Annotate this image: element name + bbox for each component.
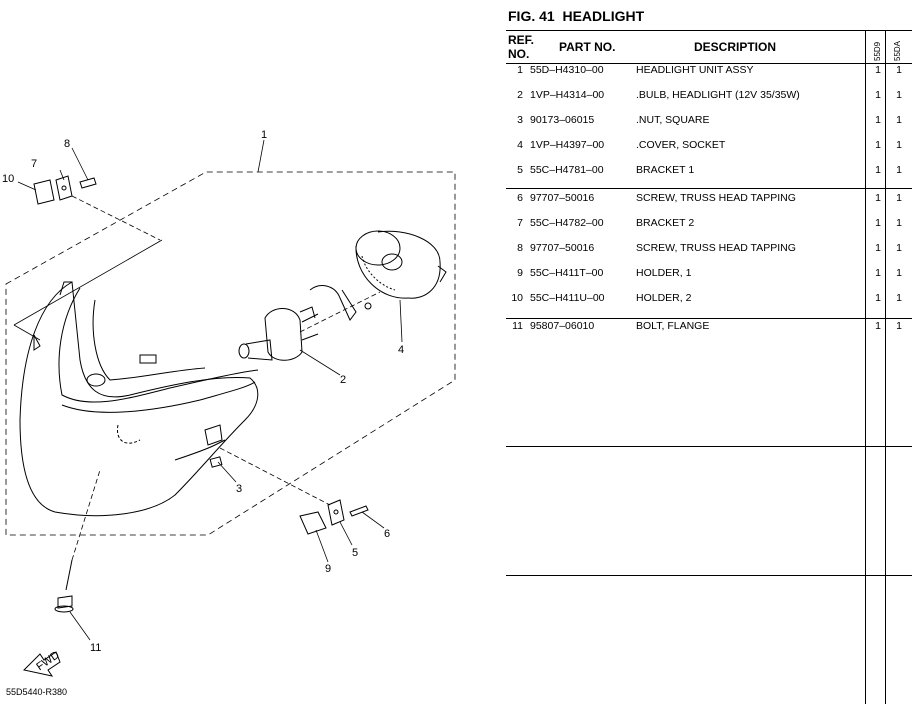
- column-divider-2: [885, 30, 886, 704]
- qty-55da: 1: [896, 114, 902, 126]
- description: BRACKET 2: [636, 217, 695, 229]
- description: .NUT, SQUARE: [636, 114, 710, 126]
- part-no: 55C–H4782–00: [530, 217, 604, 229]
- headlight-unit: [19, 281, 259, 517]
- leader-lines: [17, 139, 403, 641]
- qty-55da: 1: [896, 192, 902, 204]
- ref-no: 6: [517, 192, 523, 204]
- part-no: 55C–H411T–00: [530, 267, 604, 279]
- header-description: DESCRIPTION: [694, 40, 777, 54]
- description: SCREW, TRUSS HEAD TAPPING: [636, 242, 796, 254]
- qty-55d9: 1: [875, 64, 881, 76]
- qty-55d9: 1: [875, 217, 881, 229]
- qty-55da: 1: [896, 217, 902, 229]
- bracket-holder-lower: [299, 499, 369, 535]
- qty-55d9: 1: [875, 114, 881, 126]
- description: HEADLIGHT UNIT ASSY: [636, 64, 754, 76]
- flange-bolt: [54, 559, 74, 613]
- qty-55da: 1: [896, 292, 902, 304]
- socket-cover: [309, 230, 447, 321]
- callout-5: 5: [352, 547, 358, 559]
- qty-55d9: 1: [875, 267, 881, 279]
- part-no: 95807–06010: [530, 320, 595, 332]
- forward-direction-arrow: FWD: [22, 649, 62, 677]
- qty-55d9: 1: [875, 242, 881, 254]
- callout-4: 4: [398, 344, 404, 356]
- callout-2: 2: [340, 374, 346, 386]
- ref-no: 10: [511, 292, 523, 304]
- description: .BULB, HEADLIGHT (12V 35/35W): [636, 89, 800, 101]
- description: SCREW, TRUSS HEAD TAPPING: [636, 192, 796, 204]
- description: HOLDER, 1: [636, 267, 692, 279]
- callout-6: 6: [384, 528, 390, 540]
- callout-9: 9: [325, 563, 331, 575]
- qty-55da: 1: [896, 64, 902, 76]
- figure-label: FIG.: [508, 8, 536, 24]
- header-no: NO.: [508, 47, 530, 61]
- ref-no: 3: [517, 114, 523, 126]
- header-part-no: PART NO.: [559, 40, 616, 54]
- header-ref: REF.: [508, 33, 535, 47]
- part-no: 1VP–H4314–00: [530, 89, 605, 101]
- assembly-boundary: [5, 171, 456, 536]
- callout-10: 10: [2, 173, 14, 185]
- description: BOLT, FLANGE: [636, 320, 710, 332]
- qty-55d9: 1: [875, 164, 881, 176]
- callout-7: 7: [31, 158, 37, 170]
- qty-55da: 1: [896, 89, 902, 101]
- group-separator-1: [506, 188, 912, 189]
- callout-11: 11: [90, 642, 101, 654]
- ref-no: 7: [517, 217, 523, 229]
- description: HOLDER, 2: [636, 292, 692, 304]
- column-divider-1: [865, 30, 866, 704]
- callout-1: 1: [261, 129, 267, 141]
- headlight-bulb: [238, 306, 319, 361]
- qty-55da: 1: [896, 267, 902, 279]
- callout-8: 8: [64, 138, 70, 150]
- part-no: 55C–H4781–00: [530, 164, 604, 176]
- group-separator-2: [506, 318, 912, 319]
- group-separator-3: [506, 446, 912, 447]
- bracket-holder-upper: [33, 175, 97, 205]
- group-separator-4: [506, 575, 912, 576]
- figure-name: HEADLIGHT: [562, 8, 645, 24]
- qty-55d9: 1: [875, 139, 881, 151]
- qty-55da: 1: [896, 164, 902, 176]
- part-no: 55C–H411U–00: [530, 292, 605, 304]
- header-model-55da: 55DA: [893, 40, 902, 61]
- ref-no: 9: [517, 267, 523, 279]
- figure-title: FIG. 41 HEADLIGHT: [508, 8, 644, 24]
- callout-3: 3: [236, 483, 242, 495]
- description: BRACKET 1: [636, 164, 695, 176]
- part-no: 55D–H4310–00: [530, 64, 604, 76]
- qty-55da: 1: [896, 320, 902, 332]
- qty-55d9: 1: [875, 89, 881, 101]
- figure-number: 41: [539, 8, 555, 24]
- qty-55d9: 1: [875, 192, 881, 204]
- qty-55da: 1: [896, 139, 902, 151]
- square-nut: [209, 456, 223, 468]
- ref-no: 5: [517, 164, 523, 176]
- ref-no: 2: [517, 89, 523, 101]
- qty-55d9: 1: [875, 292, 881, 304]
- header-model-55d9: 55D9: [873, 41, 882, 61]
- drawing-code: 55D5440-R380: [6, 687, 68, 697]
- part-no: 1VP–H4397–00: [530, 139, 605, 151]
- ref-no: 1: [517, 64, 523, 76]
- description: .COVER, SOCKET: [636, 139, 726, 151]
- ref-no: 8: [517, 242, 523, 254]
- part-no: 90173–06015: [530, 114, 595, 126]
- qty-55da: 1: [896, 242, 902, 254]
- ref-no: 11: [512, 320, 523, 332]
- table-header: REF. NO. PART NO. DESCRIPTION 55D9 55DA: [506, 30, 912, 64]
- qty-55d9: 1: [875, 320, 881, 332]
- ref-no: 4: [517, 139, 523, 151]
- part-no: 97707–50016: [530, 192, 595, 204]
- part-no: 97707–50016: [530, 242, 595, 254]
- exploded-diagram: 1 2 3 4 5 6 7 8 9 10 11 FWD: [2, 129, 456, 677]
